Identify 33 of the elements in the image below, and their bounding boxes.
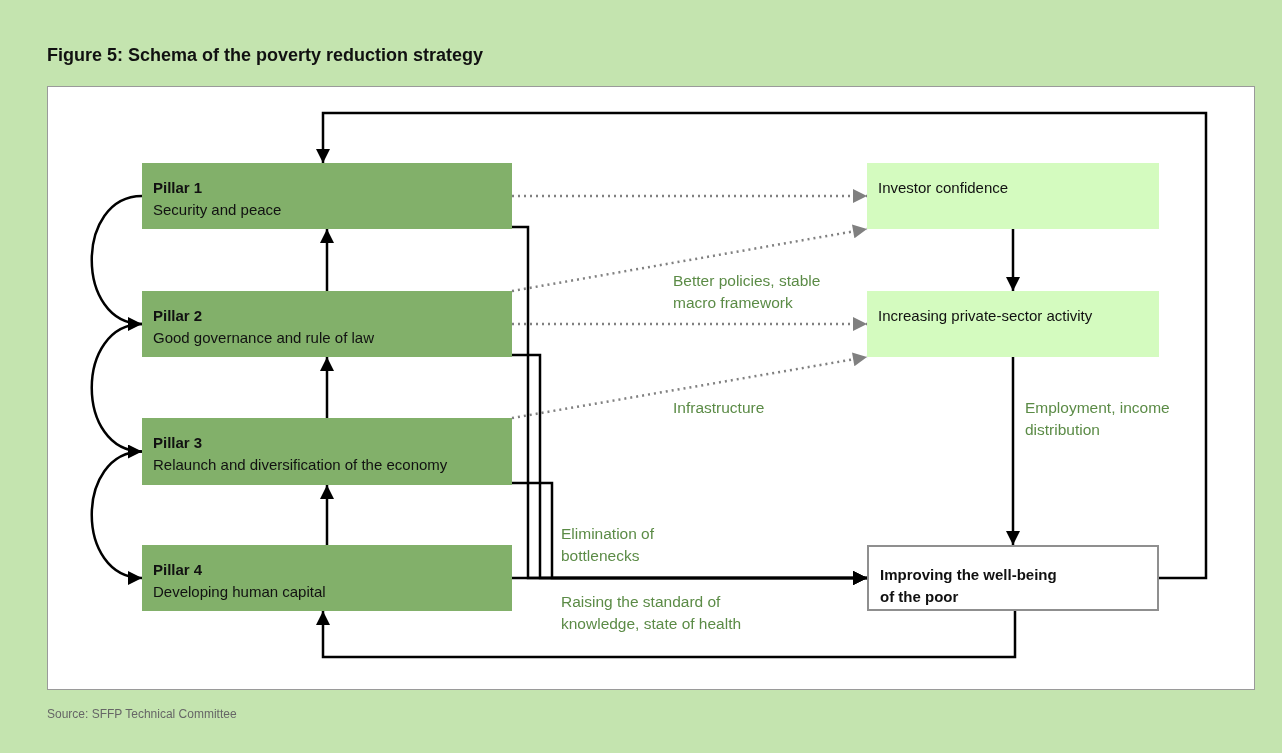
arrow bbox=[511, 224, 868, 293]
pillar-box bbox=[142, 163, 512, 229]
source-note: Source: SFFP Technical Committee bbox=[47, 707, 237, 721]
arrow bbox=[1006, 357, 1020, 545]
arrow bbox=[320, 229, 334, 291]
box-heading: Pillar 2 bbox=[153, 306, 204, 326]
box-text: Increasing private-sector activity bbox=[878, 306, 1094, 326]
box-text: Improving the well-being of the poor bbox=[880, 565, 1058, 607]
box-text: Developing human capital bbox=[153, 582, 327, 602]
outcome-box bbox=[867, 291, 1159, 357]
pillar-box bbox=[142, 545, 512, 611]
arrow bbox=[512, 571, 867, 585]
arrow bbox=[316, 111, 1208, 580]
arrow bbox=[511, 352, 868, 420]
arrow bbox=[316, 611, 1017, 659]
box-text: Good governance and rule of law bbox=[153, 328, 375, 348]
box-heading: Pillar 1 bbox=[153, 178, 204, 198]
arrow bbox=[90, 194, 143, 329]
box-text: Investor confidence bbox=[878, 178, 1010, 198]
outcome-box bbox=[867, 545, 1159, 611]
outcome-box bbox=[867, 163, 1159, 229]
arrow bbox=[1006, 229, 1020, 291]
pillar-box bbox=[142, 291, 512, 357]
arrow bbox=[90, 322, 143, 457]
box-heading: Pillar 4 bbox=[153, 560, 204, 580]
arrow bbox=[320, 485, 334, 545]
arrow bbox=[320, 357, 334, 418]
figure-title: Figure 5: Schema of the poverty reduction strategy bbox=[47, 45, 484, 66]
arrow bbox=[90, 450, 143, 583]
box-text: Relaunch and diversification of the economy bbox=[153, 455, 449, 475]
box-heading: Pillar 3 bbox=[153, 433, 204, 453]
box-text: Security and peace bbox=[153, 200, 283, 220]
pillar-box bbox=[142, 418, 512, 485]
